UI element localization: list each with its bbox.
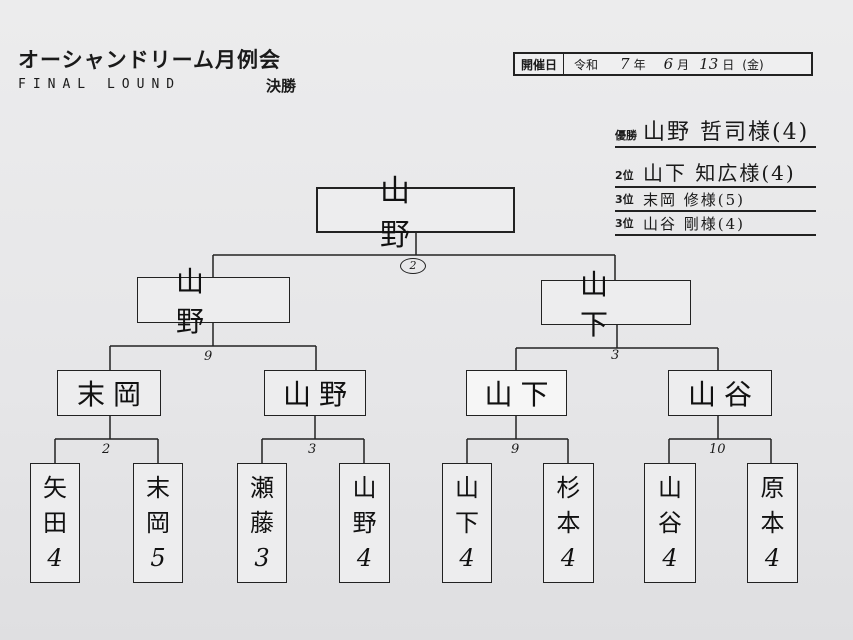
player-box: 瀬 藤 3	[237, 463, 287, 583]
date-year: 7	[620, 55, 630, 73]
player-name-char: 原	[760, 473, 785, 502]
result-rank: 優勝	[615, 129, 637, 142]
date-value: 令和 7 年 6 月 13 日 (金)	[574, 55, 764, 73]
result-name: 末岡 修様(5)	[643, 191, 746, 209]
finalist-left-box: 山野	[137, 265, 290, 338]
player-name-char: 本	[760, 508, 785, 537]
player-name-char: 矢	[43, 473, 67, 502]
finalist-right-box: 山下	[541, 268, 691, 341]
date-box: 開催日 令和 7 年 6 月 13 日 (金)	[513, 52, 813, 76]
player-handicap: 5	[150, 544, 166, 573]
player-name-char: 末	[146, 473, 170, 502]
result-row-second: 2位 山下 知広様(4)	[615, 148, 816, 188]
player-name-char: 藤	[250, 508, 274, 537]
player-box: 山 下 4	[442, 463, 492, 583]
player-box: 山 野 4	[339, 463, 390, 583]
player-box: 末 岡 5	[133, 463, 183, 583]
semi-score-left: 9	[204, 349, 213, 364]
player-name-char: 杉	[556, 473, 581, 502]
player-name-char: 山	[658, 473, 682, 502]
player-name-char: 下	[455, 508, 479, 537]
result-rank: 3位	[615, 193, 634, 206]
semi-player-box: 末岡	[57, 370, 161, 416]
player-handicap: 4	[764, 544, 781, 573]
player-handicap: 4	[459, 544, 475, 573]
player-name-char: 岡	[146, 508, 170, 537]
player-handicap: 3	[254, 544, 270, 573]
result-name: 山下 知広様(4)	[643, 161, 796, 185]
result-rank: 3位	[615, 217, 634, 230]
semi-score-right: 3	[611, 348, 620, 363]
result-name: 山野 哲司様(4)	[643, 120, 810, 145]
player-handicap: 4	[560, 544, 577, 573]
date-day-unit: 日	[722, 57, 735, 72]
player-box: 原 本 4	[747, 463, 798, 583]
result-name: 山谷 剛様(4)	[643, 215, 746, 233]
player-name-char: 田	[43, 508, 67, 537]
player-name-char: 山	[352, 473, 377, 502]
result-row-third: 3位 末岡 修様(5)	[615, 188, 816, 212]
quarter-score: 10	[709, 442, 726, 457]
date-year-unit: 年	[633, 57, 646, 72]
page-title: オーシャンドリーム月例会	[18, 48, 281, 72]
date-month-unit: 月	[677, 57, 690, 72]
stage-label: 決勝	[266, 77, 297, 95]
result-row-third: 3位 山谷 剛様(4)	[615, 212, 816, 236]
date-day: 13	[699, 55, 719, 73]
player-name-char: 山	[455, 473, 479, 502]
player-box: 山 谷 4	[644, 463, 696, 583]
quarter-score: 3	[308, 442, 317, 457]
result-rank: 2位	[615, 169, 634, 182]
quarter-score: 2	[102, 442, 111, 457]
player-box: 杉 本 4	[543, 463, 594, 583]
player-box: 矢 田 4	[30, 463, 80, 583]
date-label: 開催日	[515, 54, 565, 74]
result-row-winner: 優勝 山野 哲司様(4)	[615, 112, 816, 148]
date-weekday: (金)	[742, 57, 764, 72]
player-name-char: 谷	[658, 508, 682, 537]
player-name-char: 瀬	[250, 473, 274, 502]
results-list: 優勝 山野 哲司様(4) 2位 山下 知広様(4) 3位 末岡 修様(5) 3位…	[615, 112, 816, 236]
quarter-score: 9	[511, 442, 520, 457]
date-month: 6	[663, 55, 674, 73]
semi-player-box: 山谷	[668, 370, 772, 416]
final-score: 2	[400, 258, 426, 274]
player-name-char: 野	[352, 508, 377, 537]
champion-box: 山野	[316, 174, 515, 253]
semi-player-box: 山野	[264, 370, 366, 416]
player-name-char: 本	[556, 508, 581, 537]
player-handicap: 4	[47, 544, 63, 573]
player-handicap: 4	[356, 544, 373, 573]
date-era: 令和	[574, 57, 599, 72]
player-handicap: 4	[662, 544, 678, 573]
semi-player-box: 山下	[466, 370, 567, 416]
page-subtitle: FINAL LOUND	[18, 77, 182, 92]
